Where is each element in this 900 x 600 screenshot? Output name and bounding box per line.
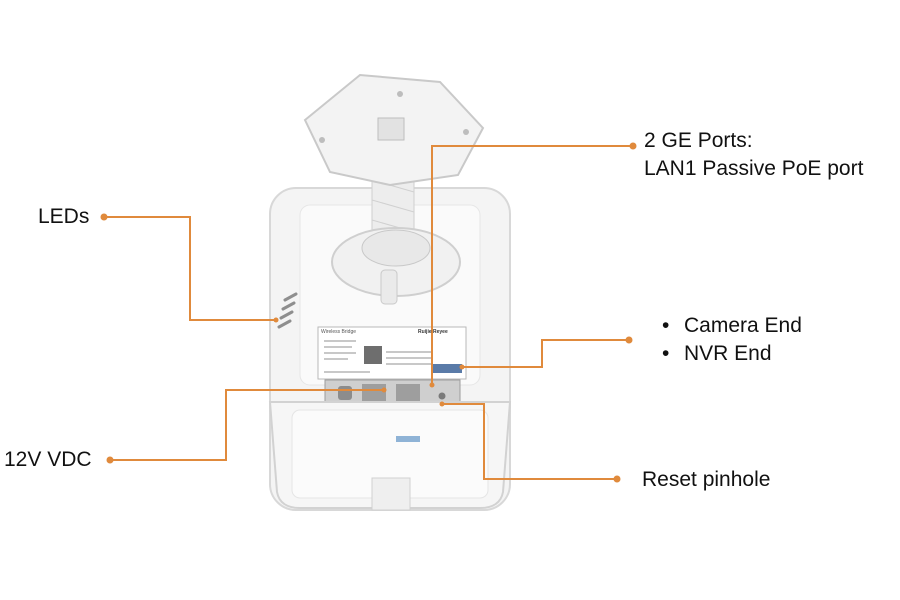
dc-leader-line bbox=[110, 389, 384, 461]
ge-ports-leader-line bbox=[431, 145, 633, 385]
reset-leader-line bbox=[442, 403, 617, 480]
reset-label: Reset pinhole bbox=[642, 468, 771, 491]
nvr-end-item: NVR End bbox=[658, 340, 802, 368]
lan-port-2 bbox=[396, 384, 420, 402]
dc-power-label: 12V VDC bbox=[4, 448, 92, 471]
ends-list: Camera End NVR End bbox=[658, 312, 802, 368]
ends-leader-line bbox=[462, 339, 629, 368]
leds-label: LEDs bbox=[38, 205, 90, 228]
ends-leader-dot bbox=[625, 336, 633, 344]
reset-hole bbox=[438, 392, 446, 400]
ends-label: Camera End NVR End bbox=[658, 312, 802, 368]
device-label-product: Wireless Bridge bbox=[321, 329, 357, 335]
ge-ports-detail: LAN1 Passive PoE port bbox=[644, 157, 864, 180]
lan-port-1 bbox=[362, 384, 386, 402]
leds-leader-dot bbox=[100, 213, 108, 221]
reset-leader-dot bbox=[613, 475, 621, 483]
product-label bbox=[317, 326, 467, 380]
device-label-brand: Ruijie Reyee bbox=[418, 329, 448, 335]
ge-ports-leader-dot bbox=[629, 142, 637, 150]
dc-leader-dot bbox=[106, 456, 114, 464]
camera-end-item: Camera End bbox=[658, 312, 802, 340]
ge-ports-label: 2 GE Ports: LAN1 Passive PoE port bbox=[644, 127, 863, 183]
ge-ports-title: 2 GE Ports: bbox=[644, 129, 753, 152]
leds-leader-line bbox=[104, 216, 276, 321]
led-vents bbox=[277, 292, 298, 329]
